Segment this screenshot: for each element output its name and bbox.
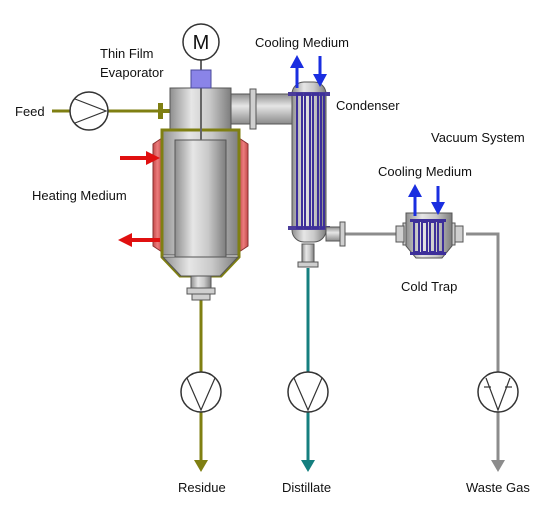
cold-trap-label: Cold Trap bbox=[401, 279, 457, 294]
heating-medium-label: Heating Medium bbox=[32, 188, 127, 203]
heating-medium-out-arrow-icon bbox=[118, 233, 160, 247]
thin-film-evaporator bbox=[152, 60, 293, 301]
cold-trap-cooling-out-arrow-icon bbox=[408, 184, 422, 216]
feed-pump-icon bbox=[69, 91, 109, 131]
vacuum-pump-icon bbox=[477, 371, 519, 413]
distillate-arrow-icon bbox=[301, 460, 315, 472]
evaporator-label-line2: Evaporator bbox=[100, 65, 164, 80]
residue-label: Residue bbox=[178, 480, 226, 495]
distillate-label: Distillate bbox=[282, 480, 331, 495]
residue-arrow-icon bbox=[194, 460, 208, 472]
vacuum-system-label: Vacuum System bbox=[431, 130, 525, 145]
cold-trap-cooling-in-arrow-icon bbox=[431, 186, 445, 215]
vacuum-line bbox=[345, 232, 505, 472]
evaporator-label-line1: Thin Film bbox=[100, 46, 153, 61]
condenser-cooling-in-arrow-icon bbox=[313, 56, 327, 87]
cold-trap bbox=[395, 212, 464, 259]
condenser-cooling-medium-label: Cooling Medium bbox=[255, 35, 349, 50]
heating-medium-in-arrow-icon bbox=[120, 151, 160, 165]
condenser-label: Condenser bbox=[336, 98, 400, 113]
motor-circle-icon bbox=[182, 23, 220, 61]
residue-line bbox=[194, 300, 208, 472]
waste-gas-label: Waste Gas bbox=[466, 480, 530, 495]
motor-coupling bbox=[190, 69, 212, 89]
waste-gas-arrow-icon bbox=[491, 460, 505, 472]
motor-label: M bbox=[193, 32, 210, 54]
condenser-cooling-out-arrow-icon bbox=[290, 55, 304, 88]
cold-trap-cooling-medium-label: Cooling Medium bbox=[378, 164, 472, 179]
feed-label: Feed bbox=[15, 104, 45, 119]
residue-pump-icon bbox=[180, 371, 222, 413]
condenser bbox=[288, 81, 346, 268]
distillate-pump-icon bbox=[287, 371, 329, 413]
distillate-line bbox=[301, 268, 315, 472]
